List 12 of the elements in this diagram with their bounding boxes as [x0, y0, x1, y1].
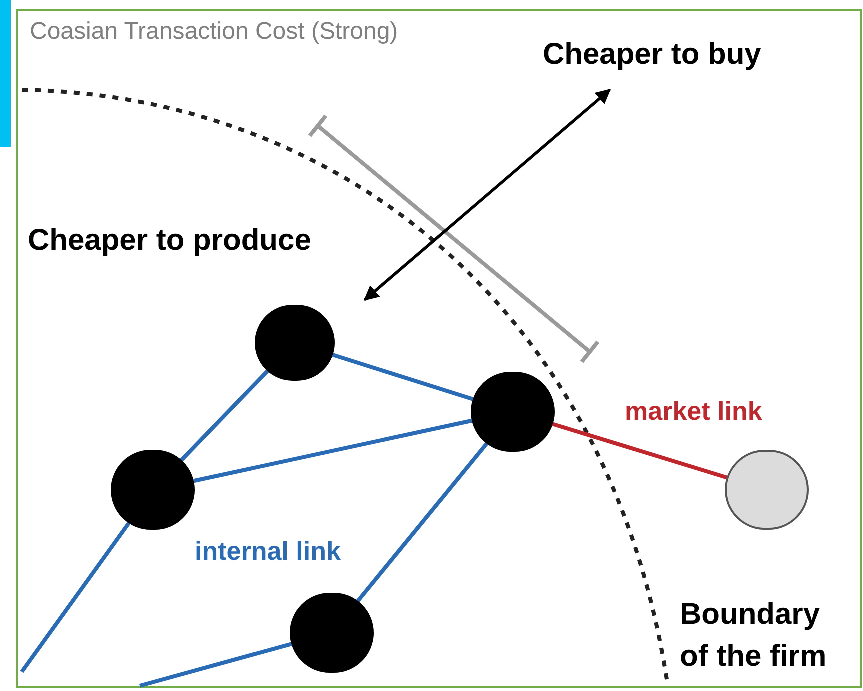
slide-title: Coasian Transaction Cost (Strong)	[30, 17, 398, 47]
internal-link-line	[139, 642, 292, 688]
axis-end-label: Cheaper to buy	[543, 37, 762, 73]
internal-link-line	[332, 353, 474, 402]
axis-end-label: Cheaper to produce	[28, 223, 312, 259]
edge-label: market link	[625, 395, 762, 428]
internal-link-line	[194, 418, 472, 484]
internal-link-line	[180, 370, 270, 462]
boundary-label: Boundary of the firm	[680, 597, 828, 675]
internal-link-line	[20, 522, 131, 674]
internal-link-line	[356, 442, 489, 603]
link-type-label: internal link	[195, 535, 341, 568]
